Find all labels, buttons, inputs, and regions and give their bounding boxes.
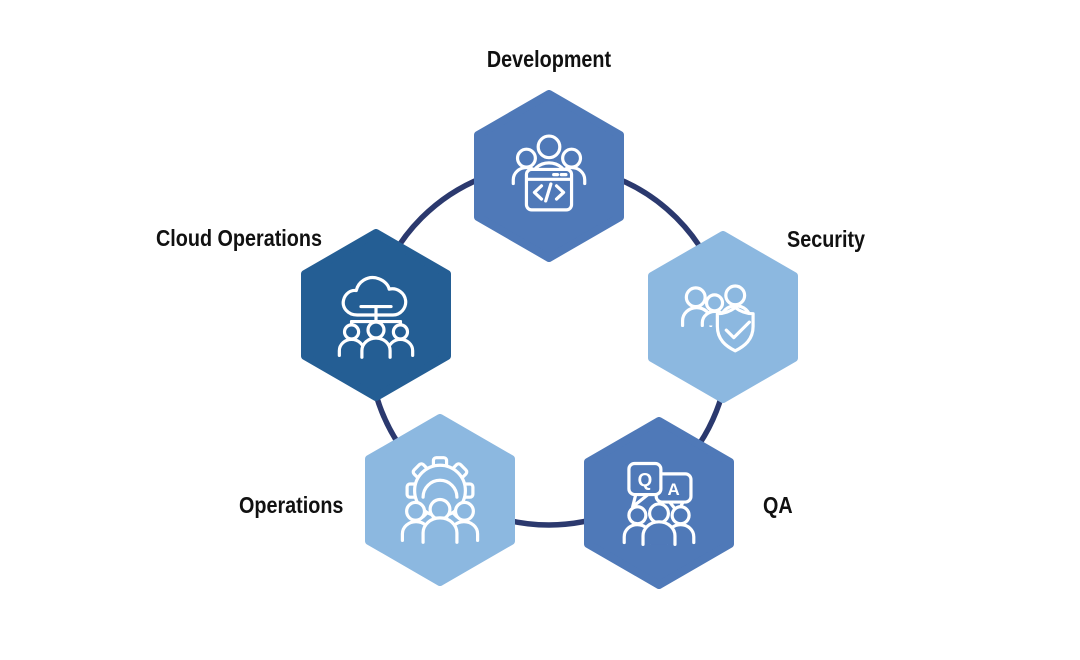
team-gear-icon bbox=[400, 456, 480, 544]
node-label-qa: QA bbox=[763, 492, 793, 518]
team-shield-check-icon bbox=[680, 284, 755, 353]
team-qa-speech-bubbles-icon: Q A bbox=[622, 461, 696, 546]
q-bubble-letter: Q bbox=[638, 469, 653, 490]
a-bubble-letter: A bbox=[667, 480, 679, 499]
node-label-operations: Operations bbox=[238, 492, 343, 518]
node-cloud-operations bbox=[301, 229, 451, 401]
node-operations bbox=[365, 414, 515, 586]
node-label-security: Security bbox=[787, 226, 866, 252]
node-label-cloud-operations: Cloud Operations bbox=[156, 225, 322, 251]
team-code-window-icon bbox=[511, 134, 587, 212]
node-security bbox=[648, 231, 798, 403]
team-cloud-network-icon bbox=[337, 275, 415, 359]
node-label-development: Development bbox=[486, 46, 612, 72]
node-development bbox=[474, 90, 624, 262]
node-qa: Q A bbox=[584, 417, 734, 589]
